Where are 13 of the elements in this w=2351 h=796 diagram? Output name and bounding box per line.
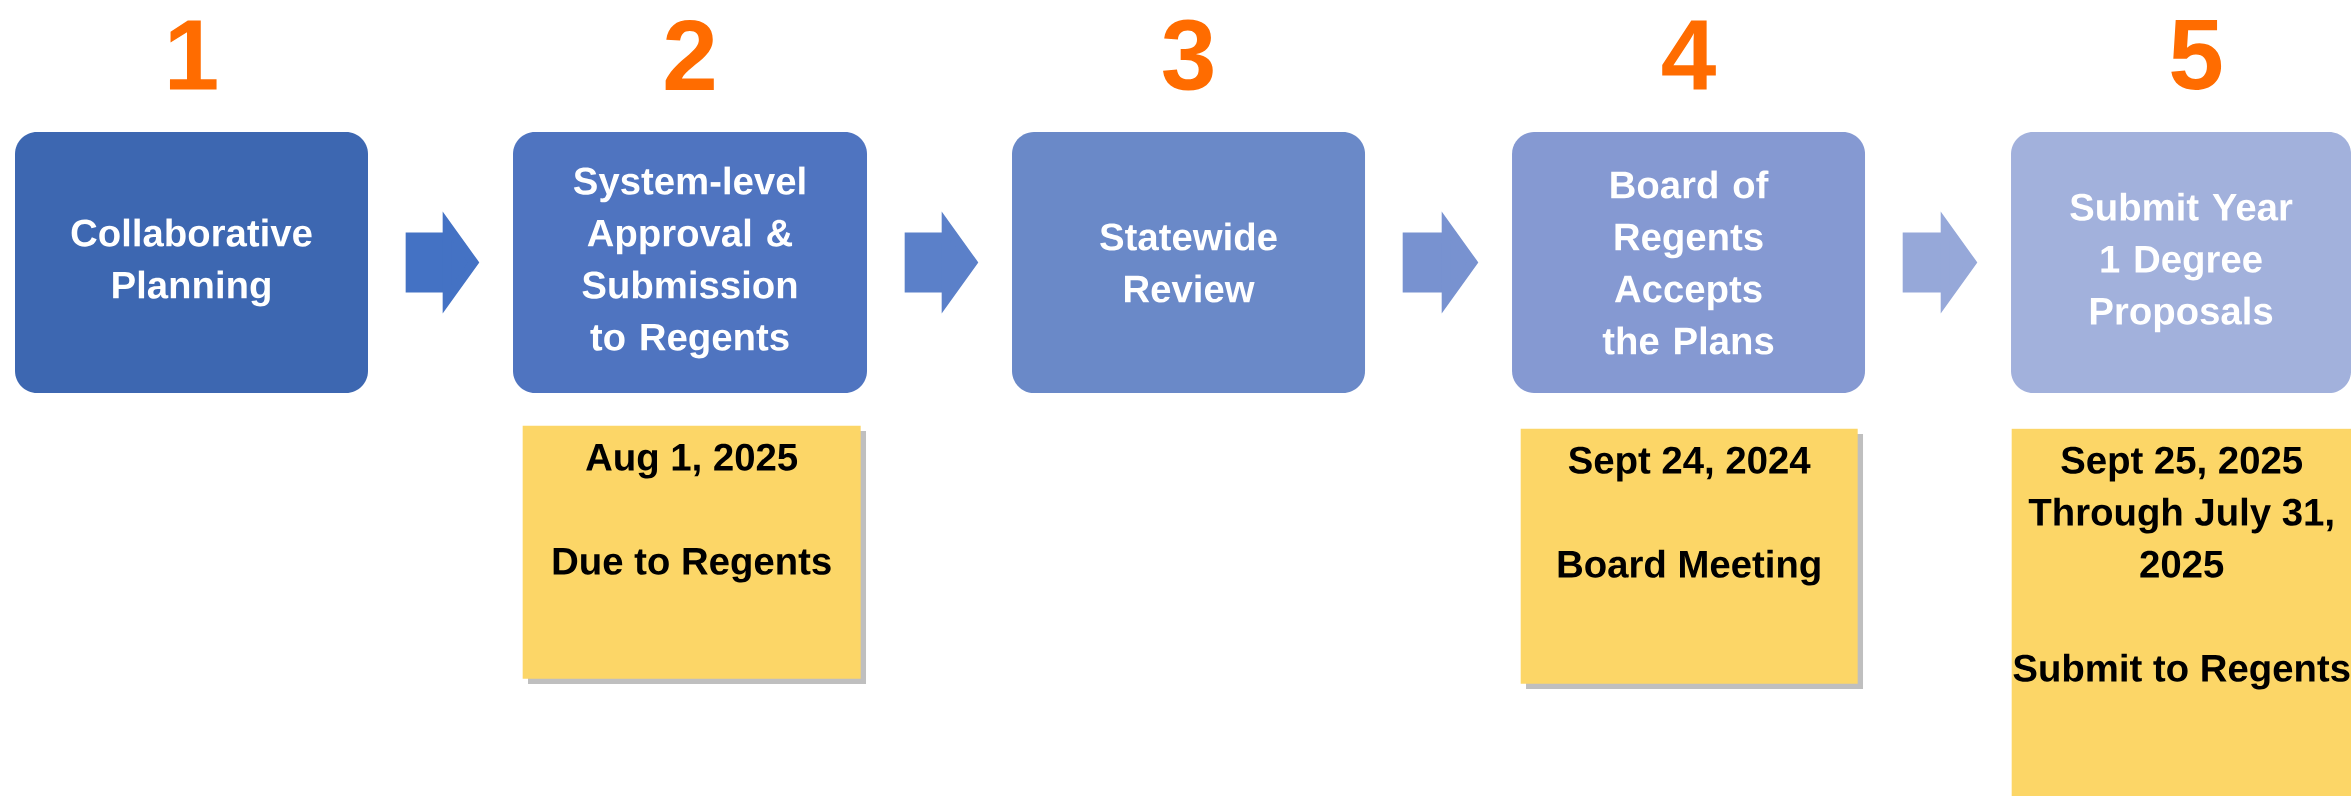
step-number: 1	[169, 20, 217, 90]
step-number: 5	[2171, 20, 2222, 90]
process-box: Collaborative Planning	[15, 132, 368, 393]
process-box: System-level Approval & Submission to Regents	[513, 132, 867, 393]
process-box: Submit Year 1 Degree Proposals	[2011, 132, 2351, 393]
step-number: 3	[1163, 19, 1213, 91]
step-number: 2	[665, 20, 714, 90]
sticky-note: Sept 24, 2024 Board Meeting	[1520, 428, 1864, 689]
sticky-note: Sept 25, 2025 Through July 31, 2025 Submit to Regents	[2011, 428, 2351, 796]
process-box: Board of Regents Accepts the Plans	[1512, 132, 1866, 393]
process-box: Statewide Review	[1012, 132, 1365, 393]
step-number: 4	[1662, 20, 1716, 90]
sticky-note: Aug 1, 2025 Due to Regents	[522, 425, 866, 684]
